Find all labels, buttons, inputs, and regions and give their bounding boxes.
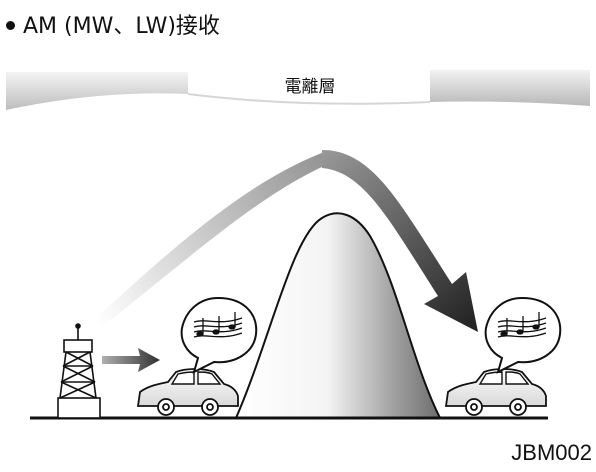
ionosphere-layer [6,70,590,110]
speech-bubble-left [180,296,258,374]
skywave-beam-up [92,150,338,328]
transmission-tower-icon [57,323,101,419]
section-heading: AM (MW、LW)接收 [6,8,220,40]
music-notes-icon [497,312,547,338]
ionosphere-left-band [6,72,188,110]
speech-bubble-right [484,296,562,374]
ionosphere-center-band [187,93,431,105]
skywave-beam-down [322,150,478,332]
car-icon [444,368,547,416]
heading-text: AM (MW、LW)接收 [23,14,220,39]
figure-code: JBM002 [511,440,592,465]
music-notes-icon [193,312,243,338]
car-icon [136,368,239,416]
mountain [234,212,442,419]
bullet-icon [6,20,15,30]
ionosphere-right-band [430,70,590,106]
ionosphere-label: 電離層 [285,77,336,97]
groundwave-arrow [102,348,160,372]
